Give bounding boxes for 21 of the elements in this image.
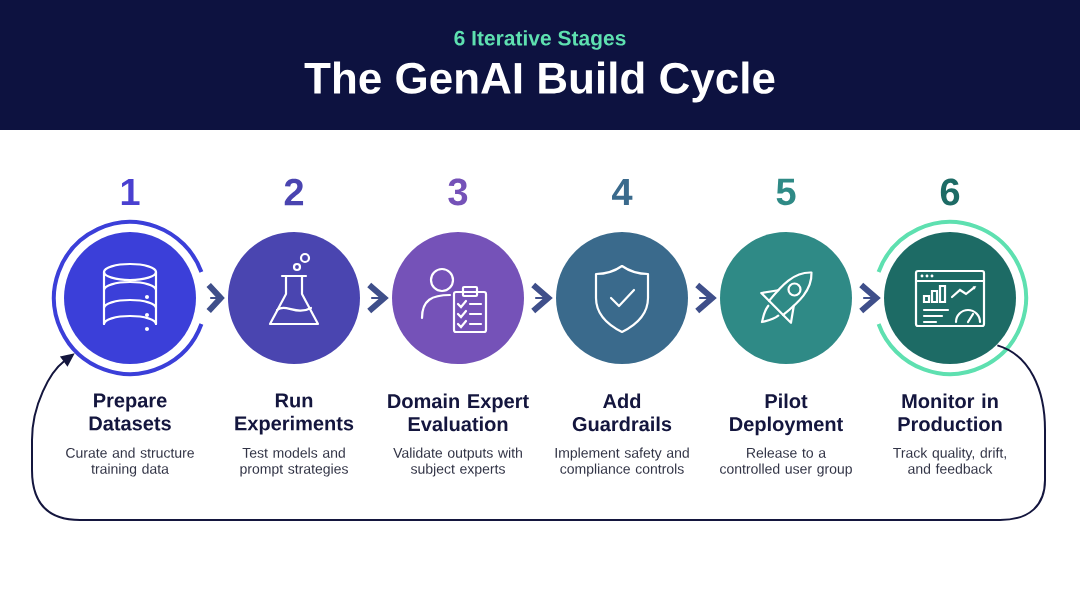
step-description: Curate and structure training data bbox=[66, 447, 194, 477]
step-number: 6 bbox=[940, 178, 960, 206]
step-number: 1 bbox=[121, 178, 140, 206]
step-description: Implement safety and compliance controls bbox=[555, 447, 689, 477]
step-number: 2 bbox=[284, 178, 304, 206]
step-title: Add Guardrails bbox=[572, 393, 672, 432]
step-description: Validate outputs with subject experts bbox=[393, 447, 522, 477]
step-description: Track quality, drift, and feedback bbox=[893, 447, 1006, 474]
step-description: Test models and prompt strategies bbox=[240, 447, 348, 477]
subtitle: 6 Iterative Stages bbox=[454, 30, 626, 50]
title: The GenAI Build Cycle bbox=[304, 61, 775, 103]
step-title: Run Experiments bbox=[235, 393, 354, 435]
arrow bbox=[31, 344, 1046, 521]
step-title: Prepare Datasets bbox=[89, 393, 171, 431]
step-title: Monitor in Production bbox=[898, 393, 1002, 432]
step-title: Pilot Deployment bbox=[730, 393, 843, 436]
step-number: 4 bbox=[612, 178, 633, 206]
step-title: Domain Expert Evaluation bbox=[388, 393, 529, 432]
step-number: 3 bbox=[448, 178, 468, 206]
step-number: 5 bbox=[776, 178, 796, 206]
step-description: Release to a controlled user group bbox=[720, 447, 852, 477]
